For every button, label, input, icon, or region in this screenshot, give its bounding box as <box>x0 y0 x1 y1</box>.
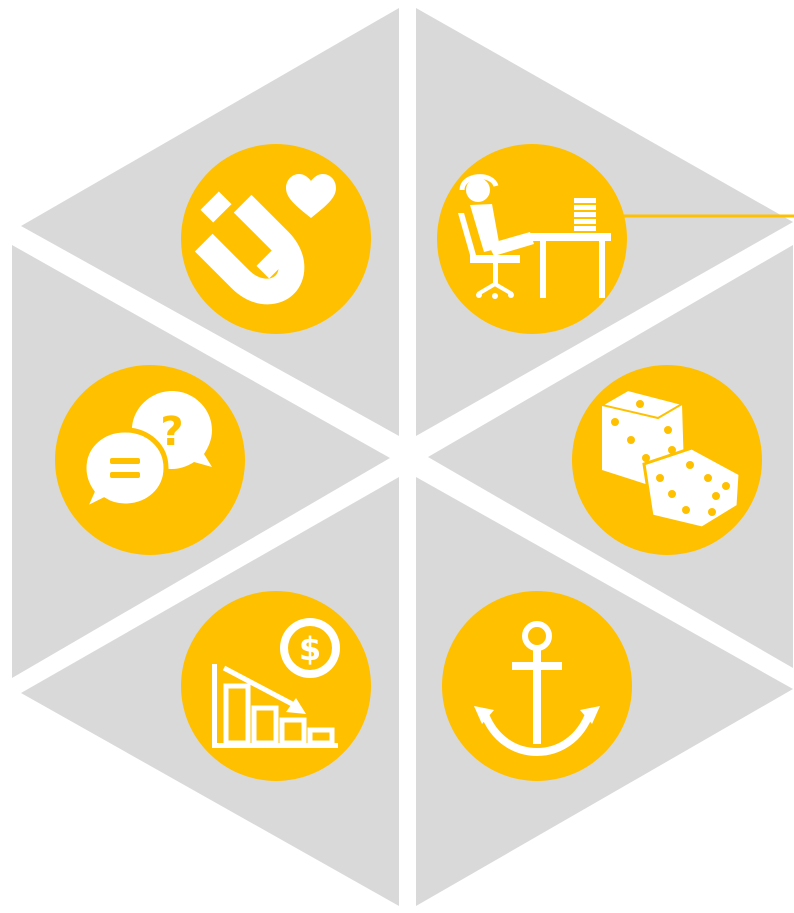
circle-question-chat: ? <box>55 365 245 555</box>
dice-icon <box>599 388 742 530</box>
circle-dice <box>572 365 762 555</box>
circle-relaxed-person <box>437 144 627 334</box>
circle-magnet <box>181 144 371 334</box>
circle-declining-chart: $ <box>181 591 371 781</box>
magnet-heart-icon <box>194 174 336 305</box>
circle-anchor <box>442 591 632 781</box>
svg-text:$: $ <box>299 630 321 668</box>
svg-text:?: ? <box>160 409 183 455</box>
declining-chart-dollar-icon: $ <box>212 618 340 748</box>
question-chat-bubbles-icon: ? <box>78 391 212 516</box>
relaxed-person-at-desk-icon <box>458 174 611 299</box>
anchor-icon <box>474 621 600 757</box>
